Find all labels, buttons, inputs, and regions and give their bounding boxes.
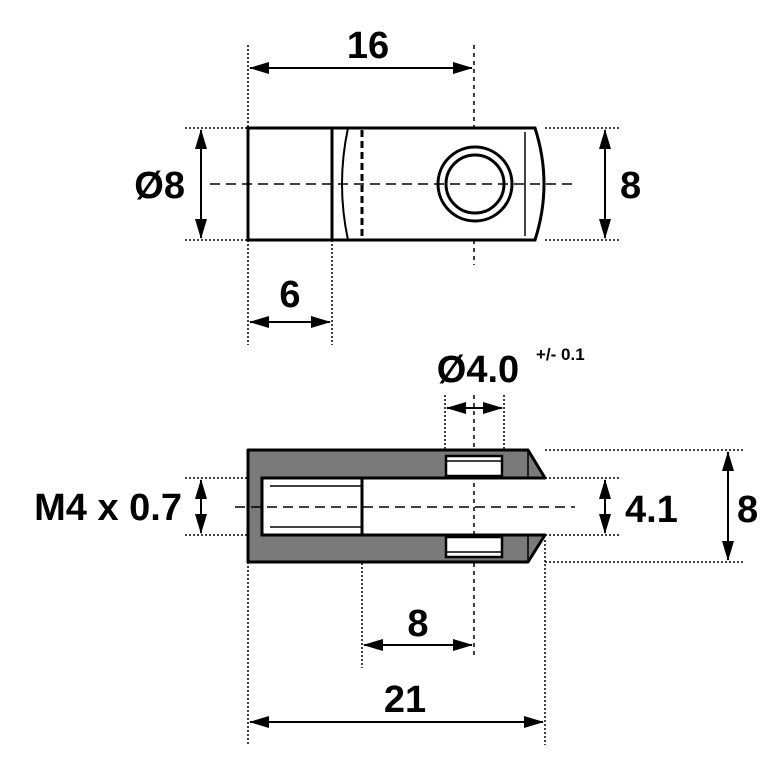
side-height-label: 8	[737, 489, 758, 531]
top-view: 16 Ø8 8 6	[134, 25, 641, 345]
height-label: 8	[620, 165, 641, 207]
pin-hole-section-top	[444, 454, 504, 478]
length-label: 16	[347, 25, 389, 67]
diameter-label: Ø8	[134, 165, 185, 207]
thread-label: M4 x 0.7	[34, 487, 182, 529]
overall-length-label: 21	[384, 679, 426, 721]
pin-hole-section-bottom	[444, 535, 504, 559]
shank-label: 6	[279, 274, 300, 316]
slot-label: 4.1	[625, 489, 678, 531]
hole-position-label: 8	[407, 603, 428, 645]
pin-hole-tolerance: +/- 0.1	[536, 345, 585, 364]
threaded-bore	[260, 476, 364, 537]
side-view: Ø4.0 +/- 0.1 M4 x 0.7 4.1 8 8 21	[34, 345, 758, 745]
pin-hole-label: Ø4.0	[437, 349, 519, 391]
